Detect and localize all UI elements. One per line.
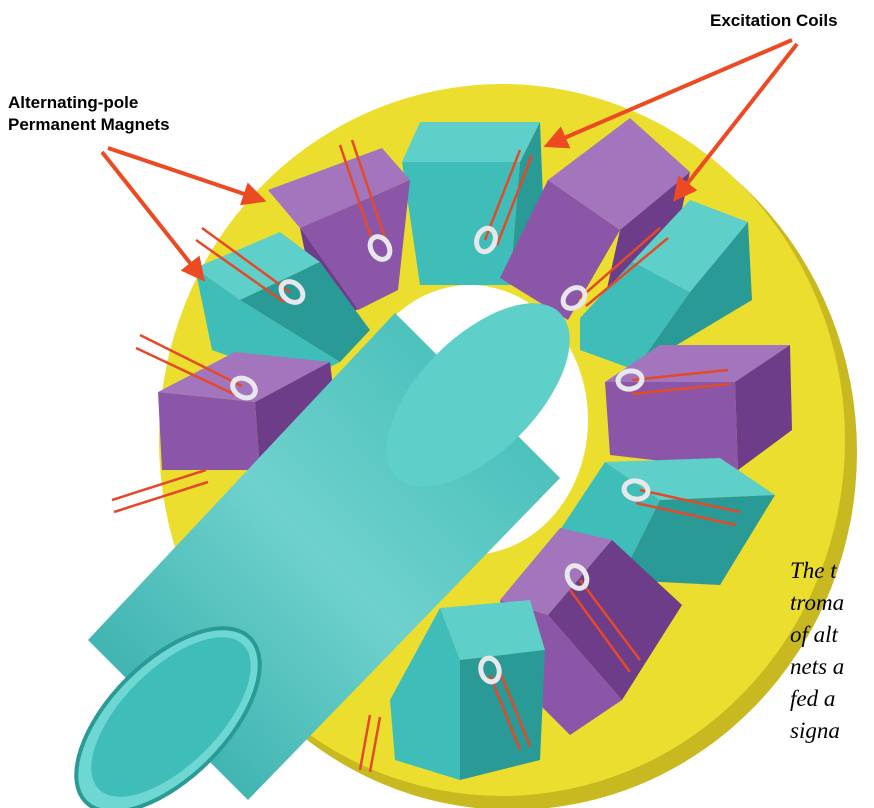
arrow-coils-2	[676, 44, 797, 198]
excitation-coils-label: Excitation Coils	[710, 10, 838, 32]
caption-line-4: nets a	[790, 651, 874, 683]
arrow-magnets-2	[102, 152, 202, 278]
arrow-magnets-1	[108, 148, 262, 200]
caption-line-3: of alt	[790, 619, 874, 651]
caption-line-1: The t	[790, 555, 874, 587]
arrow-coils-1	[548, 40, 792, 145]
magnets-label-line1: Alternating-pole	[8, 92, 170, 114]
caption-line-5: fed a	[790, 683, 874, 715]
figure-caption: The t troma of alt nets a fed a signa	[790, 555, 874, 808]
permanent-magnets-label: Alternating-pole Permanent Magnets	[8, 92, 170, 136]
magnets-label-line2: Permanent Magnets	[8, 114, 170, 136]
caption-line-6: signa	[790, 715, 874, 747]
caption-line-2: troma	[790, 587, 874, 619]
